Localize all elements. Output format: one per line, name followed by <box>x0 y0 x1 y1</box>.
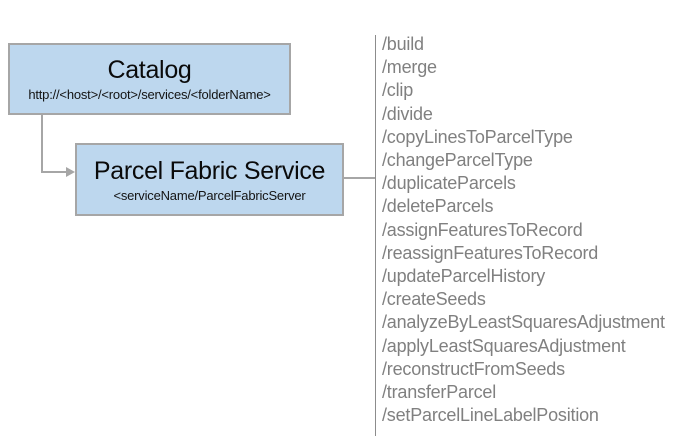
endpoint-item: /reconstructFromSeeds <box>382 358 565 379</box>
endpoint-item: /divide <box>382 103 433 124</box>
catalog-url: http://<host>/<root>/services/<folderNam… <box>28 87 271 102</box>
endpoint-item: /setParcelLineLabelPosition <box>382 405 599 426</box>
endpoint-list: /build/merge/clip/divide/copyLinesToParc… <box>382 33 665 427</box>
endpoint-item: /reassignFeaturesToRecord <box>382 242 599 263</box>
endpoint-item: /deleteParcels <box>382 196 494 217</box>
endpoint-item: /duplicateParcels <box>382 173 516 194</box>
service-node: Parcel Fabric Service <serviceName/Parce… <box>75 143 344 216</box>
endpoint-item: /transferParcel <box>382 382 497 403</box>
service-subtitle: <serviceName/ParcelFabricServer <box>113 187 306 203</box>
catalog-node: Catalog http://<host>/<root>/services/<f… <box>8 43 291 115</box>
endpoint-item: /updateParcelHistory <box>382 266 546 287</box>
catalog-to-service-connector-vertical <box>41 114 43 173</box>
endpoint-item: /merge <box>382 57 437 78</box>
endpoint-item: /copyLinesToParcelType <box>382 126 573 147</box>
catalog-title: Catalog <box>107 56 192 84</box>
service-to-endpoints-connector <box>343 177 375 179</box>
catalog-to-service-connector-horizontal <box>41 171 68 173</box>
arrowhead-icon <box>66 167 75 177</box>
service-title: Parcel Fabric Service <box>93 156 326 185</box>
endpoint-item: /changeParcelType <box>382 150 533 171</box>
endpoint-item: /createSeeds <box>382 289 486 310</box>
endpoint-item: /clip <box>382 80 414 101</box>
endpoint-item: /build <box>382 34 424 54</box>
endpoints-separator-line <box>375 35 376 436</box>
endpoint-item: /analyzeByLeastSquaresAdjustment <box>382 312 665 333</box>
endpoint-item: /applyLeastSquaresAdjustment <box>382 335 626 356</box>
endpoint-item: /assignFeaturesToRecord <box>382 219 583 240</box>
